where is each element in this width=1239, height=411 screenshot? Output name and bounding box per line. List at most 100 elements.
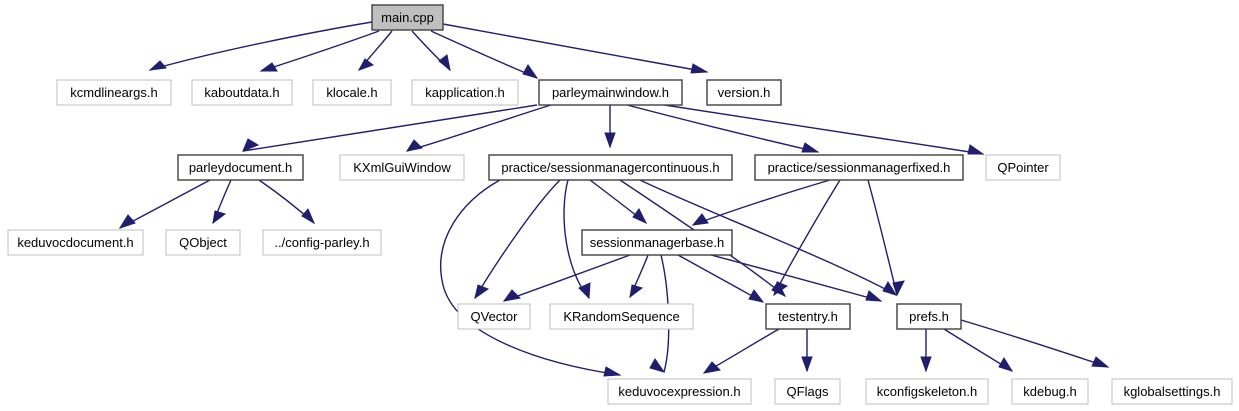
node-box[interactable]	[488, 154, 733, 181]
edge-line	[442, 23, 708, 73]
node-box[interactable]	[411, 79, 519, 106]
graph-node-parleydoc[interactable]: parleydocument.h	[177, 154, 304, 181]
node-box[interactable]	[765, 303, 851, 330]
node-label: kdebug.h	[1023, 384, 1077, 399]
node-box[interactable]	[191, 79, 293, 106]
node-box[interactable]	[7, 229, 144, 256]
edge-arrowhead-icon	[242, 138, 260, 152]
graph-node-configparley[interactable]: ../config-parley.h	[262, 229, 382, 256]
node-label: practice/sessionmanagerfixed.h	[768, 160, 951, 175]
edge-arrowhead-icon	[578, 282, 591, 300]
graph-node-main[interactable]: main.cpp	[371, 4, 444, 31]
edge-arrowhead-icon	[502, 289, 522, 302]
graph-edge	[242, 104, 538, 152]
edge-line	[677, 254, 764, 303]
node-box[interactable]	[312, 79, 392, 106]
graph-node-testentry[interactable]: testentry.h	[765, 303, 851, 330]
graph-edge	[118, 179, 211, 229]
graph-node-version[interactable]: version.h	[706, 79, 782, 106]
edge-line	[773, 179, 841, 296]
graph-node-prefs[interactable]: prefs.h	[896, 303, 962, 330]
node-box[interactable]	[774, 378, 841, 405]
node-box[interactable]	[865, 378, 989, 405]
graph-node-smcont[interactable]: practice/sessionmanagercontinuous.h	[488, 154, 733, 181]
node-box[interactable]	[1111, 378, 1233, 405]
node-box[interactable]	[165, 229, 241, 256]
graph-edge	[563, 179, 591, 300]
graph-node-kxmlguiwindow[interactable]: KXmlGuiWindow	[339, 154, 465, 181]
graph-node-klocale[interactable]: klocale.h	[312, 79, 392, 106]
graph-node-krandomseq[interactable]: KRandomSequence	[549, 303, 694, 330]
edge-line	[960, 319, 1109, 368]
graph-edge	[474, 179, 561, 300]
node-label: klocale.h	[326, 85, 377, 100]
graph-node-qflags[interactable]: QFlags	[774, 378, 841, 405]
graph-edge	[702, 328, 780, 374]
graph-node-kcmdlineargs[interactable]: kcmdlineargs.h	[56, 79, 172, 106]
node-label: testentry.h	[778, 309, 838, 324]
graph-edge	[867, 179, 905, 297]
node-box[interactable]	[581, 229, 733, 256]
graph-edges-layer	[118, 21, 1110, 377]
node-label: QVector	[471, 309, 519, 324]
edge-arrowhead-icon	[118, 214, 136, 229]
graph-node-qvector[interactable]: QVector	[457, 303, 531, 330]
node-box[interactable]	[1011, 378, 1089, 405]
node-box[interactable]	[538, 79, 683, 106]
graph-node-smfixed[interactable]: practice/sessionmanagerfixed.h	[754, 154, 964, 181]
node-box[interactable]	[985, 154, 1061, 181]
edge-arrowhead-icon	[357, 58, 375, 71]
edge-arrowhead-icon	[522, 64, 539, 79]
graph-edge	[440, 179, 622, 377]
edge-arrowhead-icon	[801, 142, 820, 153]
edge-arrowhead-icon	[690, 63, 709, 74]
graph-node-kdebug[interactable]: kdebug.h	[1011, 378, 1089, 405]
graph-edge	[148, 21, 373, 71]
node-box[interactable]	[339, 154, 465, 181]
node-box[interactable]	[262, 229, 382, 256]
graph-edge	[801, 329, 813, 373]
graph-edge	[629, 254, 649, 299]
node-label: QFlags	[787, 384, 829, 399]
edge-line	[639, 179, 897, 296]
graph-node-kconfigskel[interactable]: kconfigskeleton.h	[865, 378, 989, 405]
graph-edge	[604, 105, 616, 149]
edge-arrowhead-icon	[301, 208, 316, 225]
graph-node-keduvocexpr[interactable]: keduvocexpression.h	[607, 378, 752, 405]
graph-node-smbase[interactable]: sessionmanagerbase.h	[581, 229, 733, 256]
graph-node-qpointer[interactable]: QPointer	[985, 154, 1061, 181]
node-box[interactable]	[607, 378, 752, 405]
node-box[interactable]	[56, 79, 172, 106]
edge-arrowhead-icon	[773, 281, 789, 297]
graph-edge	[411, 30, 451, 72]
node-box[interactable]	[457, 303, 531, 330]
edge-arrowhead-icon	[438, 54, 451, 72]
graph-node-kaboutdata[interactable]: kaboutdata.h	[191, 79, 293, 106]
node-label: parleymainwindow.h	[552, 85, 669, 100]
edge-arrowhead-icon	[892, 280, 905, 297]
graph-node-qobject[interactable]: QObject	[165, 229, 241, 256]
node-label: main.cpp	[381, 10, 434, 25]
node-box[interactable]	[177, 154, 304, 181]
edge-line	[503, 254, 631, 302]
node-label: keduvocexpression.h	[618, 384, 740, 399]
graph-node-kapplication[interactable]: kapplication.h	[411, 79, 519, 106]
node-box[interactable]	[896, 303, 962, 330]
graph-edge	[644, 101, 985, 155]
node-box[interactable]	[706, 79, 782, 106]
graph-edge	[430, 30, 539, 79]
edge-arrowhead-icon	[748, 289, 765, 303]
edge-arrowhead-icon	[474, 284, 490, 300]
graph-nodes-layer: main.cpp kcmdlineargs.h kaboutdata.h klocal…	[7, 4, 1233, 405]
edge-arrowhead-icon	[702, 361, 722, 374]
graph-node-kglobalsett[interactable]: kglobalsettings.h	[1111, 378, 1233, 405]
node-label: kaboutdata.h	[204, 85, 279, 100]
node-box[interactable]	[754, 154, 964, 181]
graph-node-keduvocdoc[interactable]: keduvocdocument.h	[7, 229, 144, 256]
node-box[interactable]	[371, 4, 444, 31]
node-box[interactable]	[549, 303, 694, 330]
graph-node-parleymain[interactable]: parleymainwindow.h	[538, 79, 683, 106]
edge-arrowhead-icon	[865, 290, 883, 302]
node-label: KXmlGuiWindow	[353, 160, 451, 175]
